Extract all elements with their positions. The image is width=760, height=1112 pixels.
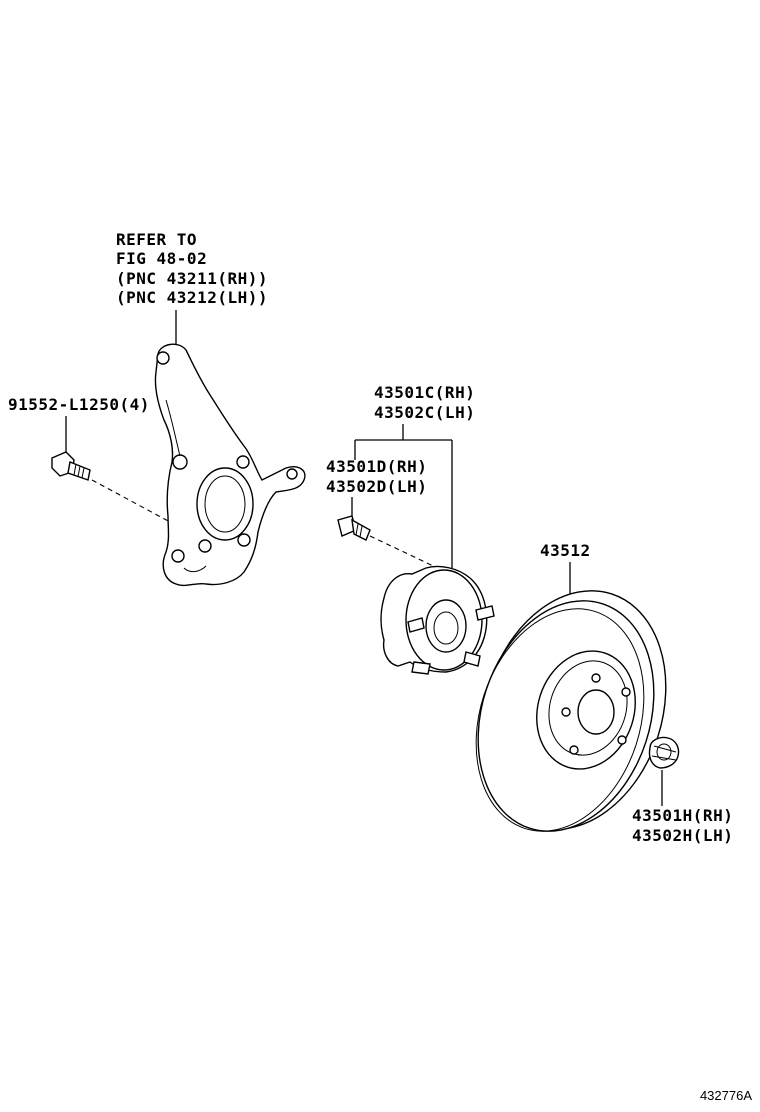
leader-lines	[65, 310, 663, 806]
hub-stud-icon	[337, 515, 371, 541]
nut-rh-label: 43501H(RH)	[632, 806, 733, 825]
disc-label: 43512	[540, 541, 591, 560]
hub-bearing-icon	[380, 565, 495, 675]
bolt-icon	[51, 451, 91, 481]
knuckle-reference-label: REFER TO FIG 48-02 (PNC 43211(RH)) (PNC …	[116, 230, 268, 307]
hub-stud-bolts	[407, 605, 495, 675]
hub-rh-label: 43501C(RH)	[374, 383, 475, 402]
bolt-part-label: 91552-L1250(4)	[8, 395, 150, 414]
hub-lh-label: 43502C(LH)	[374, 403, 475, 422]
stud-lh-label: 43502D(LH)	[326, 477, 427, 496]
nut-lh-label: 43502H(LH)	[632, 826, 733, 845]
steering-knuckle-icon	[154, 343, 306, 587]
refer-line-1: REFER TO	[116, 230, 197, 249]
brake-disc-icon	[475, 590, 667, 832]
disc-lug-holes	[561, 673, 631, 755]
refer-line-3: (PNC 43211(RH))	[116, 269, 268, 288]
refer-line-4: (PNC 43212(LH))	[116, 288, 268, 307]
stud-rh-label: 43501D(RH)	[326, 457, 427, 476]
refer-line-2: FIG 48-02	[116, 249, 207, 268]
figure-id: 432776A	[700, 1088, 752, 1103]
hub-nut-icon	[648, 736, 680, 769]
